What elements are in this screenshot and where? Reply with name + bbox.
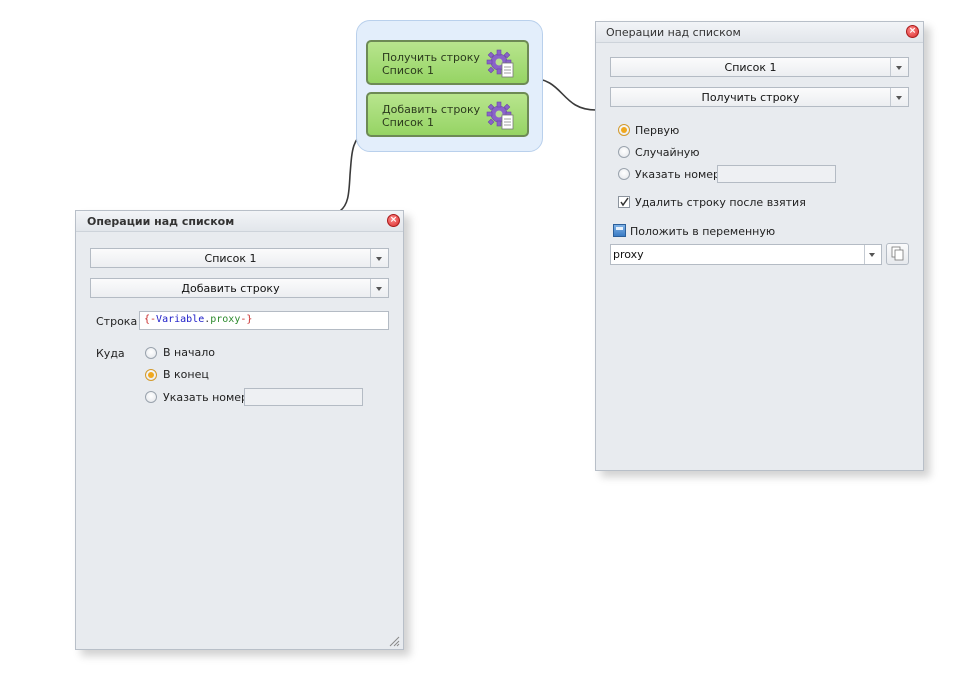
variable-keyword: Variable	[156, 314, 205, 325]
window-titlebar[interactable]: Операции над списком ×	[76, 211, 403, 232]
radio-first[interactable]	[618, 124, 630, 136]
radio-end[interactable]	[145, 369, 157, 381]
copy-button[interactable]	[886, 243, 909, 265]
chevron-down-icon[interactable]	[890, 58, 908, 76]
copy-icon	[891, 246, 904, 261]
list-select-value: Список 1	[204, 252, 257, 265]
chevron-down-icon[interactable]	[890, 88, 908, 106]
list-select-value: Список 1	[724, 61, 777, 74]
number-input[interactable]	[244, 388, 363, 406]
dot: .	[204, 314, 211, 325]
radio-number-label[interactable]: Указать номер	[163, 391, 249, 404]
node-label: Получить строку Список 1	[382, 51, 480, 77]
variable-name: proxy	[210, 314, 241, 325]
window-title: Операции над списком	[87, 215, 235, 228]
variable-select-value: proxy	[613, 248, 644, 261]
node-subtitle: Список 1	[382, 116, 434, 129]
node-get-string[interactable]: Получить строку Список 1	[366, 40, 529, 85]
string-label: Строка	[96, 315, 138, 328]
node-subtitle: Список 1	[382, 64, 434, 77]
string-input[interactable]: {-Variable.proxy-}	[139, 311, 389, 330]
window-title: Операции над списком	[606, 26, 741, 39]
radio-number[interactable]	[145, 391, 157, 403]
radio-end-label[interactable]: В конец	[163, 368, 209, 381]
close-icon[interactable]: ×	[387, 214, 400, 227]
radio-random-label[interactable]: Случайную	[635, 146, 700, 159]
put-variable-label: Положить в переменную	[630, 225, 776, 238]
gear-document-icon	[486, 101, 514, 130]
close-icon[interactable]: ×	[906, 25, 919, 38]
chevron-down-icon[interactable]	[370, 249, 388, 267]
delete-label[interactable]: Удалить строку после взятия	[635, 196, 806, 209]
list-select[interactable]: Список 1	[610, 57, 909, 77]
resize-grip-icon[interactable]	[388, 635, 400, 647]
node-label: Добавить строку Список 1	[382, 103, 480, 129]
operation-select-value: Получить строку	[701, 91, 800, 104]
node-title: Добавить строку	[382, 103, 481, 116]
delete-checkbox[interactable]	[618, 196, 630, 208]
node-title: Получить строку	[382, 51, 480, 64]
variable-icon	[613, 224, 626, 237]
window-titlebar[interactable]: Операции над списком ×	[596, 22, 923, 43]
radio-first-label[interactable]: Первую	[635, 124, 680, 137]
node-add-string[interactable]: Добавить строку Список 1	[366, 92, 529, 137]
operation-select-value: Добавить строку	[181, 282, 280, 295]
checkmark-icon	[620, 197, 629, 207]
radio-number-label[interactable]: Указать номер	[635, 168, 721, 181]
chevron-down-icon[interactable]	[864, 245, 881, 264]
add-string-window: Операции над списком × Список 1 Добавить…	[75, 210, 404, 650]
radio-number[interactable]	[618, 168, 630, 180]
where-label: Куда	[96, 347, 125, 360]
get-string-window: Операции над списком × Список 1 Получить…	[595, 21, 924, 471]
variable-select[interactable]: proxy	[610, 244, 882, 265]
chevron-down-icon[interactable]	[370, 279, 388, 297]
list-select[interactable]: Список 1	[90, 248, 389, 268]
operation-select[interactable]: Получить строку	[610, 87, 909, 107]
radio-random[interactable]	[618, 146, 630, 158]
brace-open: {-	[144, 314, 157, 325]
gear-document-icon	[486, 49, 514, 78]
number-input[interactable]	[717, 165, 836, 183]
brace-close: -}	[240, 314, 253, 325]
radio-start-label[interactable]: В начало	[163, 346, 215, 359]
operation-select[interactable]: Добавить строку	[90, 278, 389, 298]
radio-start[interactable]	[145, 347, 157, 359]
